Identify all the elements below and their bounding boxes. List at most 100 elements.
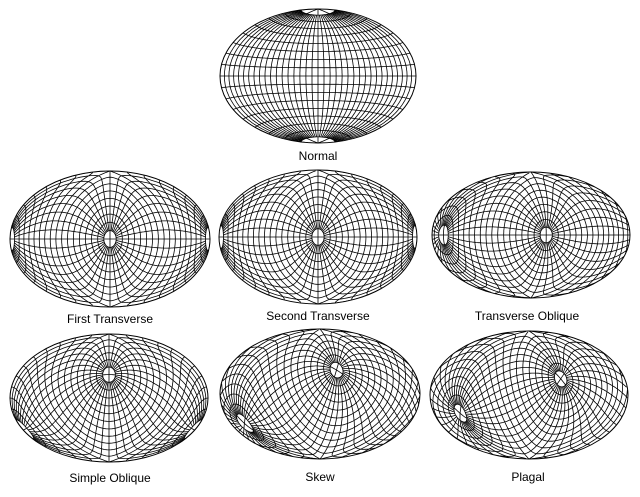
graticule-line [547,179,596,228]
graticule-line [275,13,310,139]
graticule-line [244,369,337,446]
graticule-line [240,344,333,415]
graticule-line [237,354,266,383]
graticule-line [252,376,334,440]
graticule-line [485,172,516,235]
graticule-line [342,369,410,423]
graticule-line [246,430,256,444]
graticule-line [259,370,413,459]
graticule-line [564,363,624,377]
projection-outline [9,170,211,308]
graticule-line [245,429,249,439]
graticule-line [542,332,561,372]
graticule-line [502,333,516,357]
graticule-line [116,240,206,249]
graticule-line [462,421,494,455]
graticule-line [251,432,293,457]
graticule-line [11,247,110,304]
graticule-line [560,378,591,446]
graticule-line [330,13,378,139]
graticule-line [114,377,189,433]
graticule-line [20,359,105,423]
graticule-line [109,374,195,431]
graticule-line [235,333,335,415]
first-transverse-projection-ellipse [9,170,211,308]
graticule-line [432,225,440,232]
graticule-line [237,237,245,281]
graticule-line [114,369,195,426]
graticule-line [561,341,589,372]
graticule-line [258,236,302,303]
graticule-line [323,240,414,264]
graticule-line [439,366,461,414]
graticule-line [318,245,416,300]
graticule-line [319,244,415,295]
graticule-line [566,378,627,409]
plagal-projection-ellipse [429,330,629,460]
graticule-line [282,333,290,369]
graticule-line [111,246,208,298]
graticule-line [322,242,414,273]
graticule-line [115,375,190,431]
graticule-line [436,414,456,418]
graticule-line [112,187,208,232]
graticule-line [237,193,245,237]
graticule-line [454,332,508,405]
graticule-line [341,364,417,412]
graticule-line [270,348,400,448]
graticule-line [253,12,305,140]
graticule-line [434,239,440,250]
graticule-line [32,380,106,446]
graticule-line [112,380,186,446]
graticule-line [13,203,106,234]
graticule-line [341,375,383,446]
graticule-line [566,382,610,433]
graticule-line [445,176,546,228]
graticule-line [242,423,245,436]
graticule-line [459,378,562,431]
graticule-line [517,331,529,355]
graticule-line [530,172,547,235]
graticule-line [238,426,243,432]
graticule-line [481,372,516,457]
graticule-line [475,337,505,359]
graticule-line [23,374,109,431]
graticule-line [28,375,103,431]
graticule-line [111,381,185,451]
graticule-line [491,172,599,298]
graticule-line [258,13,306,139]
graticule-line [548,185,611,229]
graticule-line [549,240,620,278]
graticule-line [265,358,406,454]
graticule-line [430,359,483,389]
plagal-label: Plagal [511,470,544,484]
graticule-line [299,14,315,138]
graticule-line [331,377,345,458]
graticule-line [243,355,331,417]
graticule-line [238,11,303,141]
graticule-line [461,360,556,408]
graticule-line [311,15,317,137]
graticule-line [462,367,555,409]
graticule-line [441,198,451,227]
graticule-line [293,14,313,138]
graticule-line [463,421,509,458]
graticule-line [466,384,559,437]
graticule-line [109,382,185,459]
graticule-line [224,10,302,142]
graticule-line [252,375,333,435]
graticule-line [270,13,308,139]
graticule-line [281,14,311,138]
graticule-line [244,361,337,424]
graticule-line [277,340,394,441]
graticule-line [113,379,187,441]
graticule-line [221,179,317,230]
graticule-line [225,237,229,261]
graticule-line [342,372,402,432]
graticule-line [227,417,239,423]
graticule-line [31,379,105,441]
graticule-line [443,244,491,293]
graticule-line [446,241,544,282]
transverse-oblique-label: Transverse Oblique [475,309,580,323]
graticule-line [23,369,104,426]
